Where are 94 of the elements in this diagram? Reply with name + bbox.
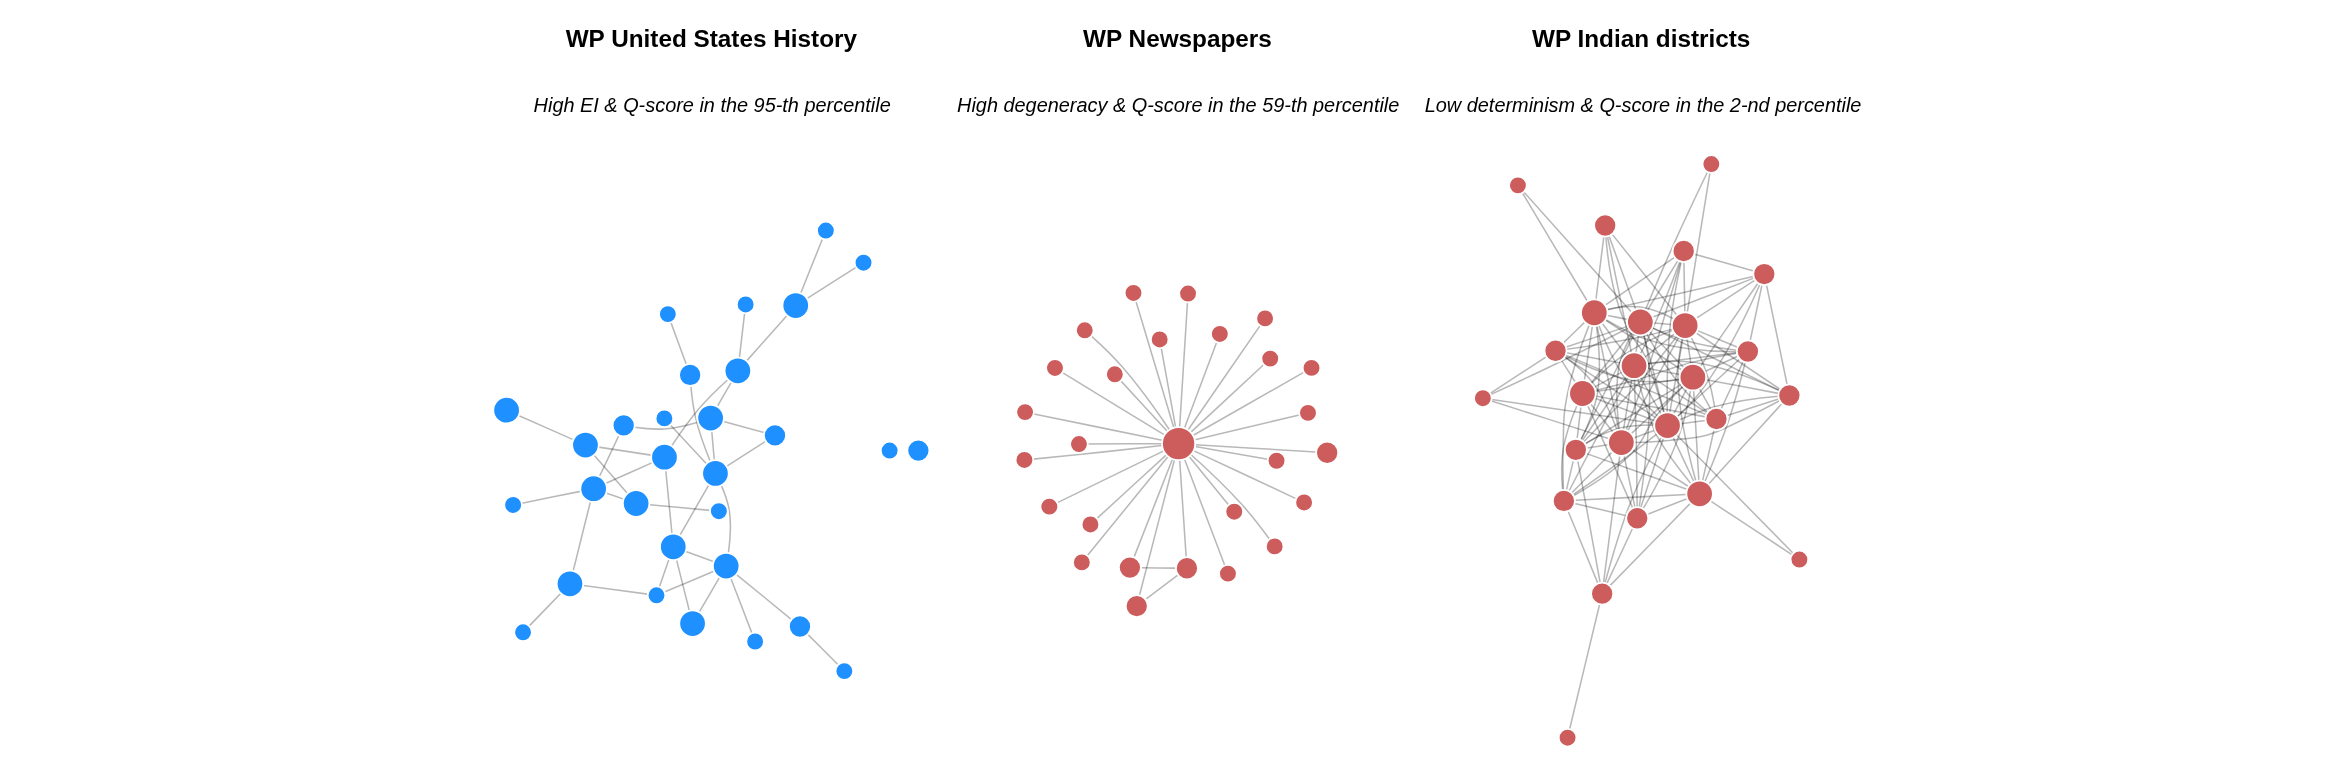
node-circle — [1735, 339, 1760, 364]
node-circle — [579, 474, 608, 503]
node-circle — [1039, 496, 1060, 517]
node-circle — [1671, 311, 1700, 340]
node-circle — [1045, 358, 1065, 378]
label: High degeneracy & Q-score in the 59-th percentile — [957, 94, 1400, 117]
node-circle — [1105, 364, 1125, 385]
node-circle — [781, 291, 810, 320]
node-circle — [853, 252, 874, 273]
node-circle — [1218, 563, 1238, 584]
node-circle — [646, 585, 667, 606]
node-circle — [1149, 329, 1170, 350]
node-circle — [1568, 379, 1597, 408]
connector — [605, 492, 625, 500]
node-circle — [1678, 363, 1708, 392]
node-circle — [834, 661, 855, 681]
node-circle — [1508, 175, 1528, 196]
node-circle — [1069, 434, 1089, 454]
label: WP Newspapers — [1083, 25, 1272, 53]
node-circle — [1701, 154, 1722, 174]
node-circle — [1777, 383, 1802, 408]
node-circle — [659, 532, 688, 561]
label: High EI & Q-score in the 95-th percentile — [533, 94, 891, 117]
connector — [1581, 375, 1628, 442]
node-circle — [1473, 388, 1493, 408]
node-circle — [1563, 437, 1588, 462]
node-circle — [1266, 451, 1287, 471]
node-circle — [1626, 307, 1655, 337]
node-circle — [696, 403, 725, 433]
node-circle — [1294, 492, 1314, 513]
node-circle — [879, 440, 900, 461]
node-circle — [1075, 320, 1095, 340]
node-circle — [1175, 556, 1199, 581]
connector — [1193, 450, 1297, 500]
node-circle — [701, 459, 730, 488]
node-circle — [1123, 283, 1144, 303]
node-circle — [1072, 552, 1092, 573]
label: WP United States History — [565, 25, 858, 53]
node-circle — [1752, 262, 1777, 286]
node-circle — [1301, 358, 1322, 378]
node-circle — [1685, 479, 1714, 508]
label: WP Indian districts — [1531, 25, 1751, 53]
node-circle — [906, 438, 931, 463]
connector — [671, 378, 729, 447]
node-circle — [1315, 440, 1340, 465]
node-circle — [816, 220, 836, 241]
node-circle — [1298, 403, 1318, 423]
node-circle — [1551, 489, 1576, 513]
node-circle — [1653, 411, 1682, 440]
node-circle — [1704, 407, 1729, 431]
node-circle — [1015, 402, 1035, 422]
node-circle — [1580, 298, 1609, 327]
node-circle — [1014, 450, 1035, 470]
node-circle — [1117, 555, 1142, 580]
node-circle — [492, 396, 521, 425]
node-circle — [735, 294, 756, 315]
node-circle — [1161, 426, 1197, 462]
node-circle — [1671, 239, 1696, 263]
node-circle — [513, 622, 533, 643]
label: Low determinism & Q-score in the 2-nd percentile — [1424, 94, 1862, 117]
node-circle — [658, 304, 678, 324]
node-circle — [678, 609, 707, 638]
node-circle — [1178, 283, 1198, 304]
node-circle — [571, 430, 600, 460]
node-circle — [1593, 213, 1618, 238]
node-circle — [1210, 324, 1230, 344]
node-circle — [745, 631, 765, 652]
node-circle — [1590, 581, 1615, 606]
node-circle — [678, 363, 703, 387]
node-circle — [763, 423, 787, 448]
node-circle — [712, 551, 741, 581]
connector — [1695, 332, 1781, 391]
node-circle — [1255, 308, 1275, 329]
node-circle — [1224, 502, 1244, 522]
node-circle — [1080, 514, 1101, 535]
connector — [1609, 502, 1692, 587]
node-circle — [503, 495, 523, 515]
node-circle — [621, 489, 651, 518]
node-circle — [1260, 348, 1280, 369]
node-circle — [1625, 506, 1650, 531]
node-circle — [1607, 428, 1636, 457]
node-circle — [1789, 549, 1810, 570]
node-circle — [1124, 594, 1149, 618]
node-circle — [1619, 351, 1649, 380]
node-circle — [1557, 727, 1578, 748]
node-circle — [709, 501, 729, 521]
node-circle — [723, 356, 752, 385]
node-circle — [654, 408, 675, 429]
node-circle — [650, 443, 679, 472]
node-circle — [1264, 536, 1285, 557]
node-circle — [1543, 338, 1568, 363]
node-circle — [555, 569, 585, 598]
node-circle — [611, 413, 636, 438]
node-circle — [788, 614, 812, 639]
